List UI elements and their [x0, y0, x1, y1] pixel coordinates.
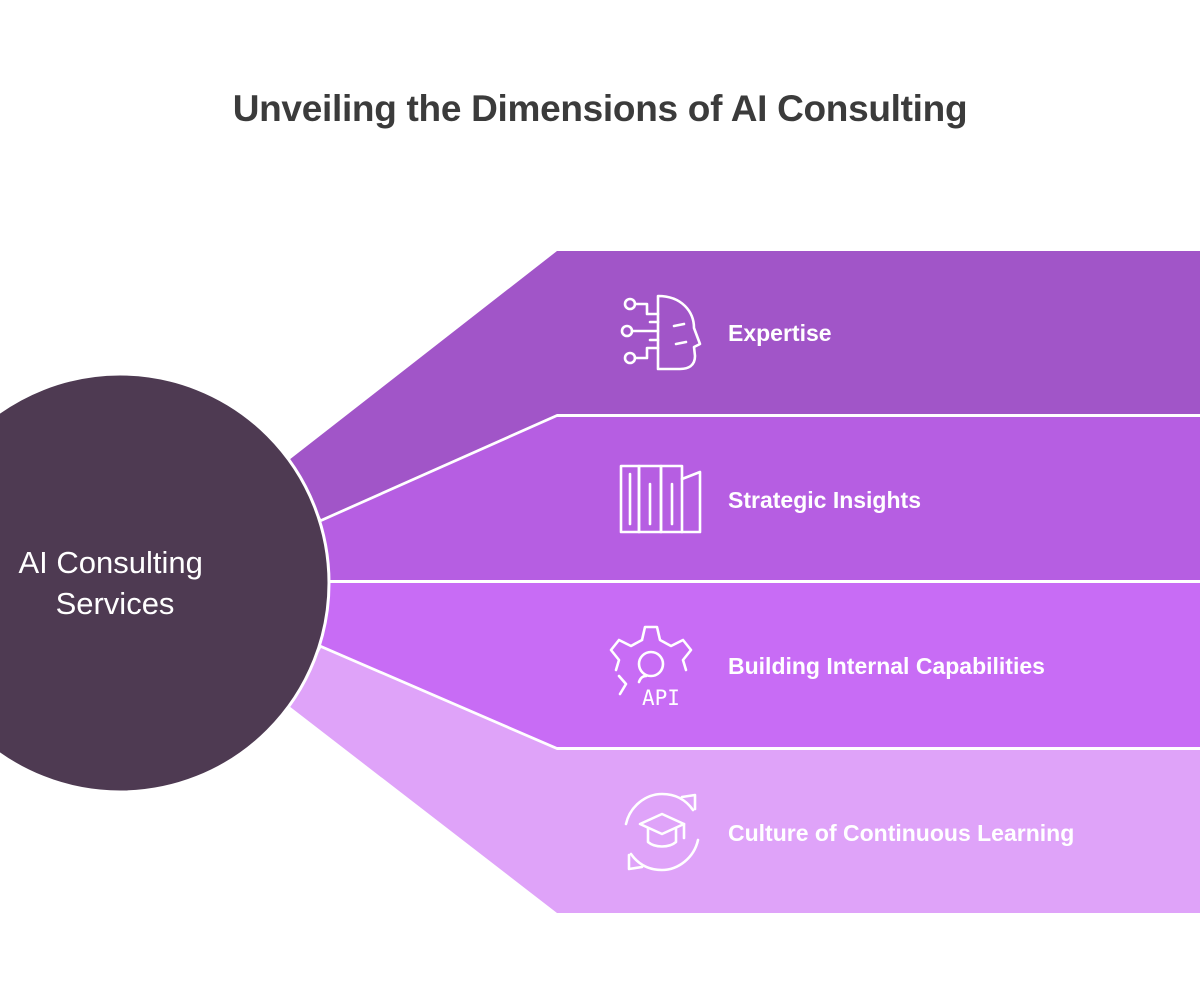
hub-label-line-2: Services [56, 586, 175, 621]
api-gear-icon: API [609, 625, 693, 710]
band-strategic-insights-shape [321, 417, 1200, 580]
ai-head-circuit-icon [620, 294, 702, 371]
page-title: Unveiling the Dimensions of AI Consultin… [232, 88, 968, 129]
band-label-building-internal-capabilities: Building Internal Capabilities [728, 653, 1045, 679]
hub-circle [0, 372, 331, 794]
library-books-icon [619, 464, 702, 534]
band-label-strategic-insights: Strategic Insights [728, 487, 921, 513]
band-culture-of-continuous-learning-shape [289, 648, 1200, 913]
band-label-culture-of-continuous-learning: Culture of Continuous Learning [728, 820, 1074, 846]
band-expertise [289, 251, 1200, 519]
band-label-expertise: Expertise [728, 320, 832, 346]
band-building-internal-capabilities [321, 583, 1200, 747]
hub-label: AI Consulting Services [18, 545, 211, 621]
band-expertise-shape [289, 251, 1200, 519]
band-strategic-insights [321, 417, 1200, 580]
learning-cycle-icon [624, 792, 700, 872]
hub-label-line-1: AI Consulting [18, 545, 202, 580]
band-building-internal-capabilities-shape [321, 583, 1200, 747]
api-icon-text: API [642, 686, 680, 710]
band-culture-of-continuous-learning [289, 648, 1200, 913]
